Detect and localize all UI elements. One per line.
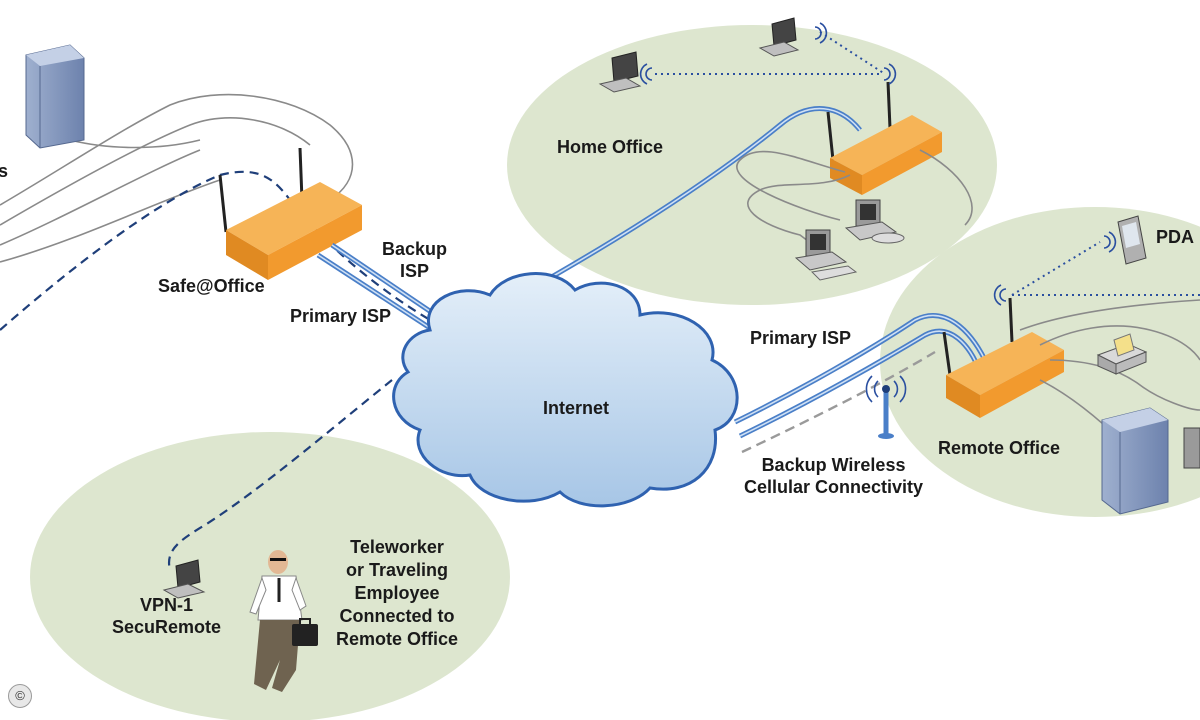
- safe-office-label: Safe@Office: [158, 276, 265, 296]
- backup-isp-label: Backup ISP: [382, 239, 448, 281]
- pda-icon: [1117, 215, 1147, 265]
- home-lan-cables: [736, 149, 973, 251]
- remote-office-links: [733, 313, 988, 454]
- server-icon: [25, 44, 85, 149]
- primary-isp-left-label: Primary ISP: [290, 306, 392, 326]
- router-icon: [218, 147, 362, 280]
- laptop-icon: [162, 559, 206, 599]
- teleworker-vpn-tunnel: [167, 379, 393, 571]
- remote-wifi-links: [1011, 241, 1200, 296]
- wifi-icon: [993, 231, 1117, 306]
- primary-isp-right-label: Primary ISP: [750, 328, 852, 348]
- internet-label: Internet: [543, 398, 610, 418]
- left-isp-links: [316, 242, 442, 331]
- copyright-icon: ©: [8, 684, 32, 708]
- left-edge-label-fragment: s: [0, 161, 9, 181]
- teleworker-label: Teleworker or Traveling Employee Connect…: [336, 537, 459, 649]
- desktop-icon: [1183, 427, 1200, 469]
- laptop-icon: [758, 17, 800, 57]
- person-icon: [249, 550, 318, 692]
- pda-label: PDA: [1156, 227, 1195, 247]
- wifi-icon: [639, 22, 897, 85]
- laptop-icon: [598, 51, 642, 93]
- backup-wireless-label: Backup Wireless Cellular Connectivity: [744, 455, 924, 497]
- remote-lan-cables: [1019, 299, 1200, 441]
- desktop-icon: [844, 199, 905, 244]
- home-office-link: [518, 106, 862, 298]
- left-lan-cables: [0, 93, 354, 263]
- server-icon: [1101, 407, 1169, 515]
- vpn-label: VPN-1 SecuRemote: [112, 595, 222, 637]
- antenna-icon: [865, 375, 907, 439]
- left-vpn-tunnel: [0, 170, 431, 331]
- remote-office-label: Remote Office: [938, 438, 1061, 458]
- internet-cloud: [392, 272, 739, 508]
- desktop-icon: [794, 229, 858, 281]
- router-icon: [942, 297, 1064, 418]
- home-office-label: Home Office: [557, 137, 664, 157]
- printer-icon: [1096, 333, 1148, 375]
- home-wifi-links: [655, 31, 886, 75]
